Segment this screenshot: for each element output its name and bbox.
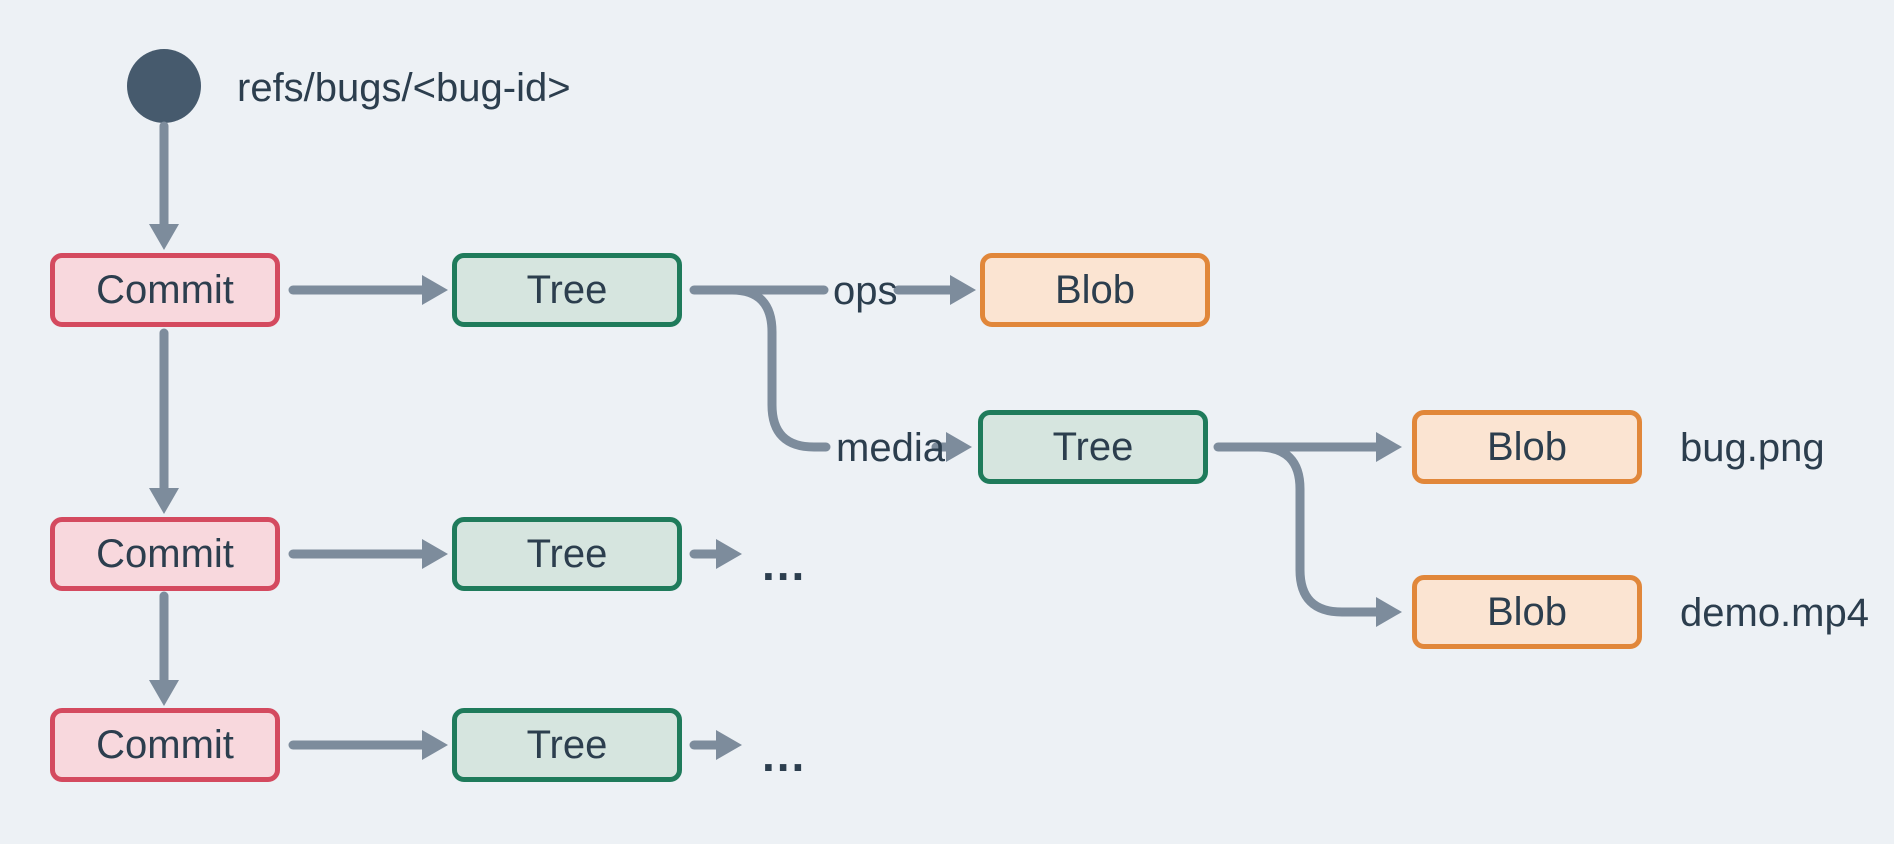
arrowhead-commit3-tree3 [422, 730, 448, 760]
node-label: Commit [96, 722, 234, 767]
file-label-bug-png: bug.png [1680, 426, 1825, 470]
node-tree-media: Tree [978, 410, 1208, 484]
node-tree-1: Tree [452, 253, 682, 327]
node-tree-2: Tree [452, 517, 682, 591]
node-blob-bug-png: Blob [1412, 410, 1642, 484]
ellipsis-row3: ... [762, 729, 807, 781]
ref-name-label: refs/bugs/<bug-id> [237, 66, 571, 110]
arrowhead-ref-commit1 [149, 224, 179, 250]
edge-label-ops: ops [833, 269, 898, 313]
arrowhead-tree2-more [716, 539, 742, 569]
node-label: Tree [526, 531, 608, 576]
node-label: Commit [96, 531, 234, 576]
node-tree-3: Tree [452, 708, 682, 782]
node-label: Tree [526, 267, 608, 312]
node-blob-ops: Blob [980, 253, 1210, 327]
edge-label-media: media [836, 426, 945, 470]
node-commit-2: Commit [50, 517, 280, 591]
arrowhead-media-tree [946, 432, 972, 462]
node-label: Tree [1052, 424, 1134, 469]
arrowhead-commit1-commit2 [149, 488, 179, 514]
node-label: Blob [1486, 589, 1568, 634]
arrowhead-tree3-more [716, 730, 742, 760]
node-commit-3: Commit [50, 708, 280, 782]
node-label: Blob [1486, 424, 1568, 469]
file-label-demo-mp4: demo.mp4 [1680, 591, 1869, 635]
edge-tree1-media-branch [727, 285, 831, 452]
arrowhead-commit1-tree1 [422, 275, 448, 305]
node-label: Tree [526, 722, 608, 767]
node-label: Blob [1054, 267, 1136, 312]
ref-circle-icon [127, 49, 201, 123]
arrowhead-commit2-tree2 [422, 539, 448, 569]
ellipsis-row2: ... [762, 538, 807, 590]
node-label: Commit [96, 267, 234, 312]
edge-mediatree-blobdemo [1253, 442, 1381, 617]
node-commit-1: Commit [50, 253, 280, 327]
arrowhead-mediatree-blobbug [1376, 432, 1402, 462]
node-blob-demo-mp4: Blob [1412, 575, 1642, 649]
arrowhead-ops-blob [950, 275, 976, 305]
arrowhead-commit2-commit3 [149, 680, 179, 706]
arrowhead-mediatree-blobdemo [1376, 597, 1402, 627]
